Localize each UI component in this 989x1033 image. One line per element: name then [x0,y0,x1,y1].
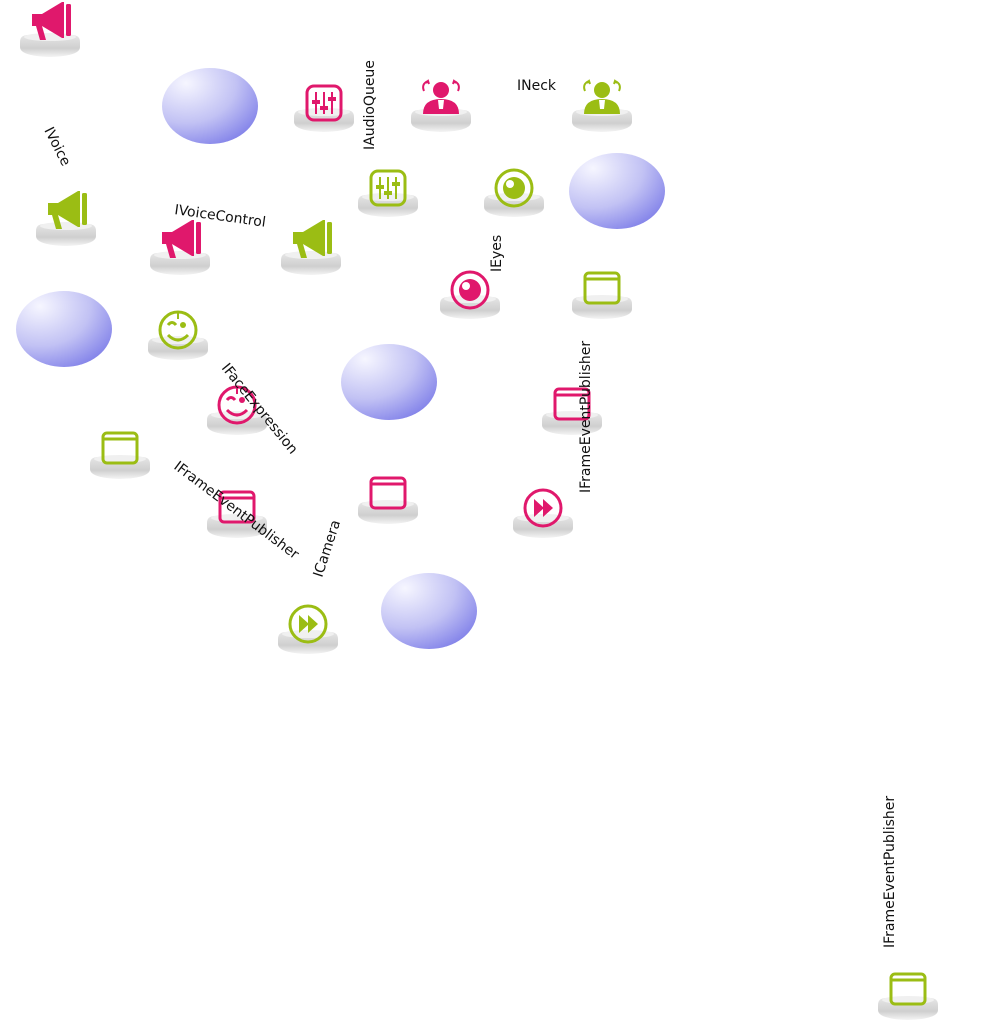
label-iframeeventpublisher: IFrameEventPublisher [171,458,302,562]
fast-forward-node[interactable] [278,604,338,654]
window-icon [889,972,927,1006]
window-node[interactable] [572,271,632,319]
person-node[interactable] [411,79,471,132]
window-node[interactable] [878,972,938,1020]
fast-forward-icon [288,604,328,644]
megaphone-node[interactable] [150,220,210,275]
face-node[interactable] [207,385,267,435]
face-icon [158,310,198,350]
megaphone-node[interactable] [20,2,80,57]
label-iframeeventpublisher: IFrameEventPublisher [578,341,594,493]
megaphone-icon [162,220,201,258]
window-icon [369,476,407,510]
blob-node[interactable] [381,573,477,649]
mixer-node[interactable] [294,84,354,132]
eye-node[interactable] [440,270,500,319]
icon-nodes [20,2,938,1020]
mixer-icon [369,169,407,207]
window-node[interactable] [358,476,418,524]
blob-node[interactable] [341,344,437,420]
blob-nodes [16,68,665,649]
window-node[interactable] [207,490,267,538]
edge-labels: IVoice IAudioQueue INeck IVoiceControl I… [40,60,898,948]
megaphone-node[interactable] [281,220,341,275]
megaphone-icon [293,220,332,258]
window-icon [218,490,256,524]
label-ineck: INeck [517,78,557,94]
eye-icon [494,168,534,208]
blob-node[interactable] [569,153,665,229]
mixer-icon [305,84,343,122]
person-node[interactable] [572,79,632,132]
person-icon [422,79,460,114]
window-node[interactable] [90,431,150,479]
window-icon [583,271,621,305]
label-iframeeventpublisher: IFrameEventPublisher [882,796,898,948]
megaphone-node[interactable] [36,191,96,246]
eye-node[interactable] [484,168,544,217]
fast-forward-icon [523,488,563,528]
person-icon [583,79,621,114]
label-ieyes: IEyes [489,235,505,272]
label-ifaceexpression: IFaceExpression [218,360,301,457]
megaphone-icon [48,191,87,229]
face-icon [217,385,257,425]
blob-node[interactable] [16,291,112,367]
window-icon [101,431,139,465]
label-ivoice: IVoice [40,125,73,169]
window-icon [553,387,591,421]
label-iaudioqueue: IAudioQueue [362,60,378,150]
face-node[interactable] [148,310,208,360]
mixer-node[interactable] [358,169,418,217]
megaphone-icon [32,2,71,40]
blob-node[interactable] [162,68,258,144]
window-node[interactable] [542,387,602,435]
label-icamera: ICamera [311,518,344,579]
fast-forward-node[interactable] [513,488,573,538]
eye-icon [450,270,490,310]
